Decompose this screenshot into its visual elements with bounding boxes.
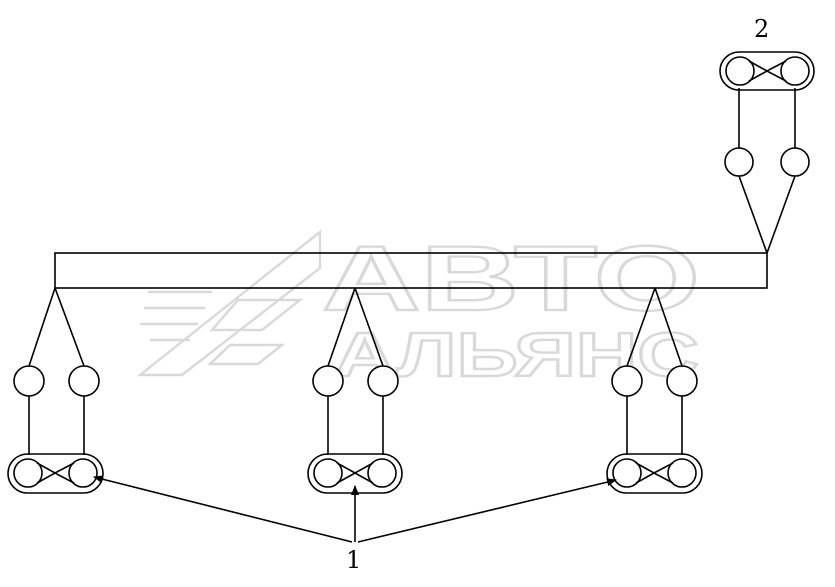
connector-plug bbox=[606, 453, 703, 494]
main-bar bbox=[54, 252, 768, 289]
node-circle bbox=[312, 365, 344, 397]
leader-arrow-left bbox=[93, 475, 353, 543]
watermark-line1: АВТО bbox=[322, 228, 700, 330]
node-circle bbox=[724, 147, 754, 177]
node-circle bbox=[367, 365, 399, 397]
node-circle bbox=[611, 365, 643, 397]
connector-group-top-right bbox=[719, 51, 815, 254]
leader-arrow-right bbox=[357, 478, 617, 543]
connector-plug bbox=[7, 453, 104, 494]
connector-group-right bbox=[606, 287, 703, 494]
connector-group-left bbox=[7, 287, 104, 494]
node-circle bbox=[68, 365, 100, 397]
leader-lines-1 bbox=[93, 475, 617, 543]
callout-label-1: 1 bbox=[346, 546, 361, 574]
connector-group-middle bbox=[307, 287, 403, 494]
node-circle bbox=[666, 365, 698, 397]
callout-label-2: 2 bbox=[754, 15, 769, 43]
node-circle bbox=[780, 147, 810, 177]
connector-plug bbox=[719, 51, 815, 91]
node-circle bbox=[13, 365, 45, 397]
watermark-emblem bbox=[136, 229, 322, 377]
